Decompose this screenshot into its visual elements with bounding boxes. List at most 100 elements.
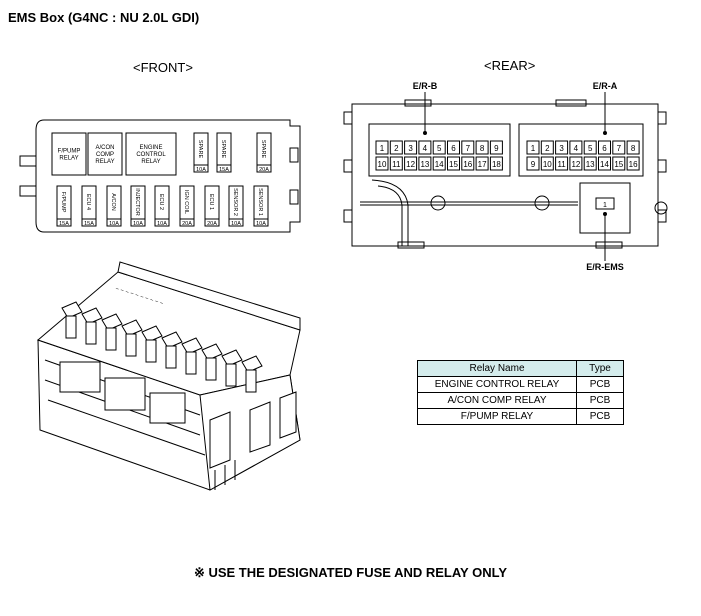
fuse-rating: 20A — [259, 167, 269, 173]
pin-number: 13 — [420, 160, 429, 169]
fuse-rating: 15A — [59, 221, 69, 227]
connector-pin — [598, 140, 611, 155]
rear-mount-hole — [534, 195, 550, 211]
relay-type-cell: PCB — [576, 408, 624, 425]
table-row: ENGINE CONTROL RELAY PCB — [417, 376, 624, 393]
relay-name-cell: ENGINE CONTROL RELAY — [417, 376, 577, 393]
relay-label: F/PUMP — [58, 149, 81, 155]
relay-name-cell: F/PUMP RELAY — [417, 408, 577, 425]
connector-b-label: E/R-B — [413, 81, 438, 91]
connector-pin — [447, 140, 460, 155]
connector-pin — [526, 156, 540, 171]
connector-a-label: E/R-A — [593, 81, 618, 91]
leader-dot — [603, 212, 607, 216]
pin-number: 5 — [437, 144, 442, 153]
pin-number: 10 — [543, 160, 552, 169]
connector-pin — [432, 140, 446, 155]
front-view-label: <FRONT> — [133, 60, 193, 75]
pin-number: 14 — [435, 160, 444, 169]
pin-number: 2 — [394, 144, 399, 153]
fuse-name: A/CON — [110, 193, 116, 210]
rear-side-tab — [343, 159, 353, 173]
leader-dot — [603, 131, 607, 135]
connector-pin — [489, 140, 503, 155]
connector-pin — [598, 156, 611, 171]
connector-pin — [626, 140, 640, 155]
pin-number: 7 — [466, 144, 471, 153]
iso-fuse-body — [205, 357, 217, 381]
fuse-rating-box — [228, 218, 244, 227]
page-title: EMS Box (G4NC : NU 2.0L GDI) — [8, 10, 200, 25]
front-side-tab — [19, 155, 37, 167]
connector-pin — [461, 156, 475, 171]
iso-fuse-cap — [141, 325, 163, 343]
fuse-rating: 20A — [207, 221, 217, 227]
fuse-rating: 10A — [109, 221, 119, 227]
fuse-name: INJECTOR — [134, 188, 140, 215]
front-box-outline — [35, 119, 301, 233]
relay-label: RELAY — [59, 156, 78, 162]
relay-table: Relay Name Type ENGINE CONTROL RELAY PCB… — [417, 360, 624, 425]
pin-number: 8 — [480, 144, 485, 153]
fuse-rating-box — [106, 218, 122, 227]
iso-fuse-body — [225, 363, 237, 387]
pin-number: 3 — [559, 144, 564, 153]
connector-pin — [475, 156, 489, 171]
pin-number: 10 — [378, 160, 387, 169]
pin-number: 12 — [406, 160, 415, 169]
pin-number: 13 — [586, 160, 595, 169]
connector-pin — [583, 140, 597, 155]
iso-fuse-body — [105, 327, 117, 351]
fuse-rating-box — [56, 218, 72, 227]
front-side-tab — [19, 185, 37, 197]
connector-pin — [418, 156, 432, 171]
rear-view-label: <REAR> — [484, 58, 536, 73]
pin-number: 18 — [492, 160, 501, 169]
iso-fuse-body — [85, 321, 97, 345]
pin-number: 9 — [494, 144, 499, 153]
pin-number: 4 — [423, 144, 428, 153]
fuse-rating-box — [253, 218, 269, 227]
iso-fuse-cap — [121, 319, 143, 337]
pin-number: 12 — [571, 160, 580, 169]
fuse-name: F/PUMP — [60, 192, 66, 213]
fuse-rating: 15A — [84, 221, 94, 227]
iso-fuse-body — [245, 369, 257, 393]
fuse-rating-box — [154, 218, 170, 227]
relay-box — [125, 132, 177, 176]
pin-number: 11 — [392, 160, 401, 169]
relay-box — [51, 132, 87, 176]
pin-number: 15 — [614, 160, 623, 169]
fuse-rating-box — [193, 164, 209, 173]
fuse-name: SENSOR 2 — [232, 188, 238, 216]
fuse-rating: 10A — [256, 221, 266, 227]
relay-type-cell: PCB — [576, 392, 624, 409]
fuse-name: ECU 4 — [85, 194, 91, 210]
fuse-name: SPARE — [220, 140, 226, 159]
rear-side-tab — [343, 111, 353, 125]
rear-side-tab — [343, 209, 353, 223]
fuse-note: ※ USE THE DESIGNATED FUSE AND RELAY ONLY — [193, 565, 508, 580]
pin-number: 9 — [531, 160, 536, 169]
connector-pin — [447, 156, 460, 171]
pin-number: 6 — [602, 144, 607, 153]
pin-number: 1 — [380, 144, 385, 153]
fuse-rating: 10A — [231, 221, 241, 227]
rear-top-latch — [555, 99, 587, 107]
connector-pin — [375, 140, 389, 155]
pin-number: 1 — [603, 202, 607, 209]
rear-side-tab — [657, 159, 667, 173]
pin-number: 3 — [408, 144, 413, 153]
connector-pin — [404, 140, 418, 155]
relay-label: RELAY — [141, 159, 160, 165]
pin-number: 6 — [451, 144, 456, 153]
connector-pin — [626, 156, 640, 171]
relay-box — [87, 132, 123, 176]
pin-number: 16 — [629, 160, 638, 169]
iso-fuse-body — [165, 345, 177, 369]
connector-pin — [583, 156, 597, 171]
rear-side-tab — [657, 111, 667, 125]
table-row: A/CON COMP RELAY PCB — [417, 392, 624, 409]
